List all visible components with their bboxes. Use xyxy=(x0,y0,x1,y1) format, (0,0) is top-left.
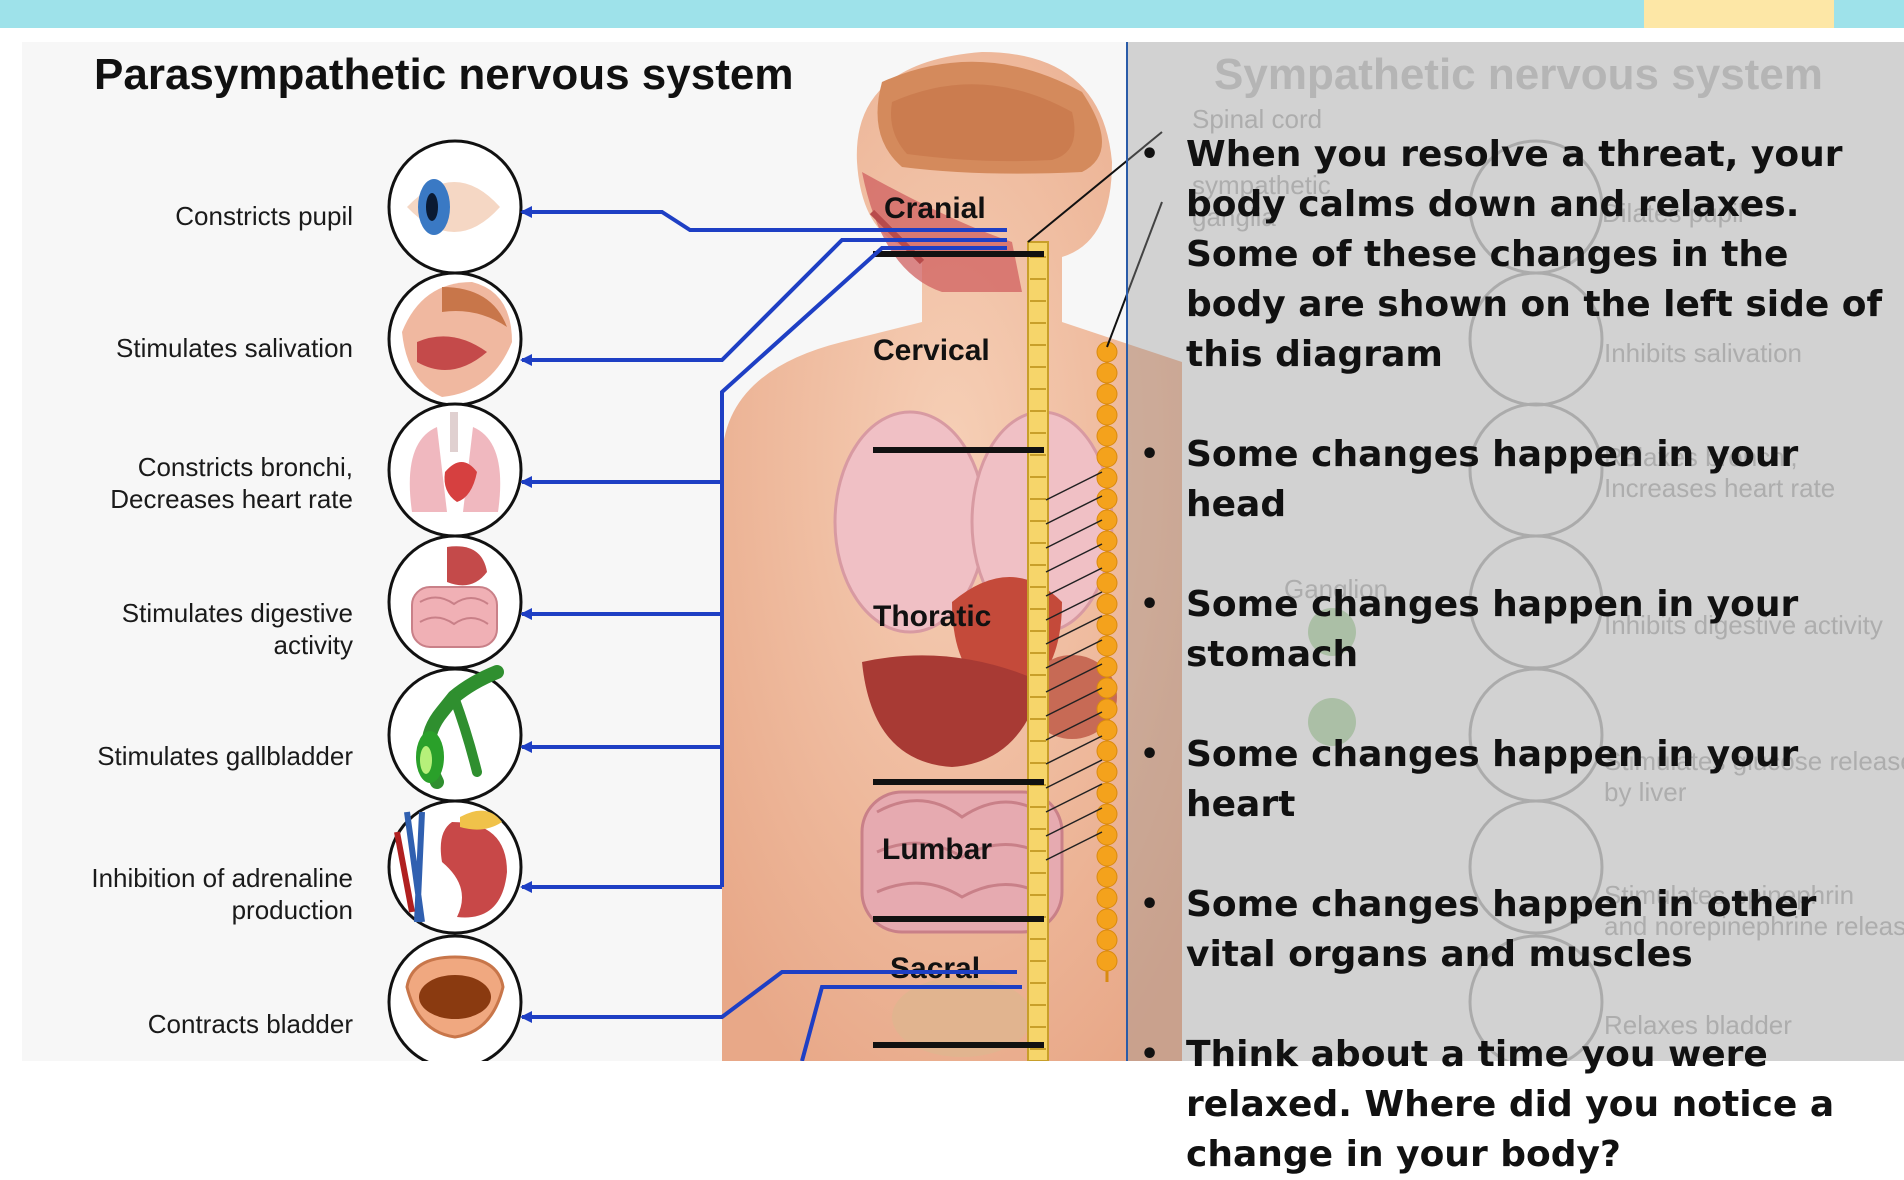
lungs-heart-icon xyxy=(389,404,521,536)
bullet-2: Some changes happen in your head xyxy=(1140,430,1900,530)
eye-icon xyxy=(389,141,521,273)
bullet-3: Some changes happen in your stomach xyxy=(1140,580,1900,680)
kidney-adrenal-icon xyxy=(389,801,521,933)
section-label-cranial: Cranial xyxy=(884,192,986,225)
bullet-6: Think about a time you were relaxed. Whe… xyxy=(1140,1030,1900,1180)
section-label-sacral: Sacral xyxy=(890,952,980,985)
digestive-tract-icon xyxy=(389,536,521,668)
section-label-lumbar: Lumbar xyxy=(882,833,992,866)
effect-label-gallbladder: Stimulates gallbladder xyxy=(97,741,353,771)
effect-label-pupil: Constricts pupil xyxy=(175,201,353,231)
effect-label-salivation: Stimulates salivation xyxy=(116,333,353,363)
salivary-gland-icon xyxy=(389,273,521,405)
diagram-title: Parasympathetic nervous system xyxy=(94,50,793,99)
bullet-list: When you resolve a threat, your body cal… xyxy=(1140,130,1900,1180)
bullet-5: Some changes happen in other vital organ… xyxy=(1140,880,1900,980)
bullet-1: When you resolve a threat, your body cal… xyxy=(1140,130,1900,380)
bladder-icon xyxy=(389,936,521,1061)
gallbladder-icon xyxy=(389,669,521,801)
top-accent-tab xyxy=(1644,0,1834,28)
section-label-cervical: Cervical xyxy=(873,334,990,367)
bullet-4: Some changes happen in your heart xyxy=(1140,730,1900,830)
effect-label-bladder: Contracts bladder xyxy=(148,1009,354,1039)
top-color-band xyxy=(0,0,1904,28)
section-label-thoratic: Thoratic xyxy=(873,600,991,633)
